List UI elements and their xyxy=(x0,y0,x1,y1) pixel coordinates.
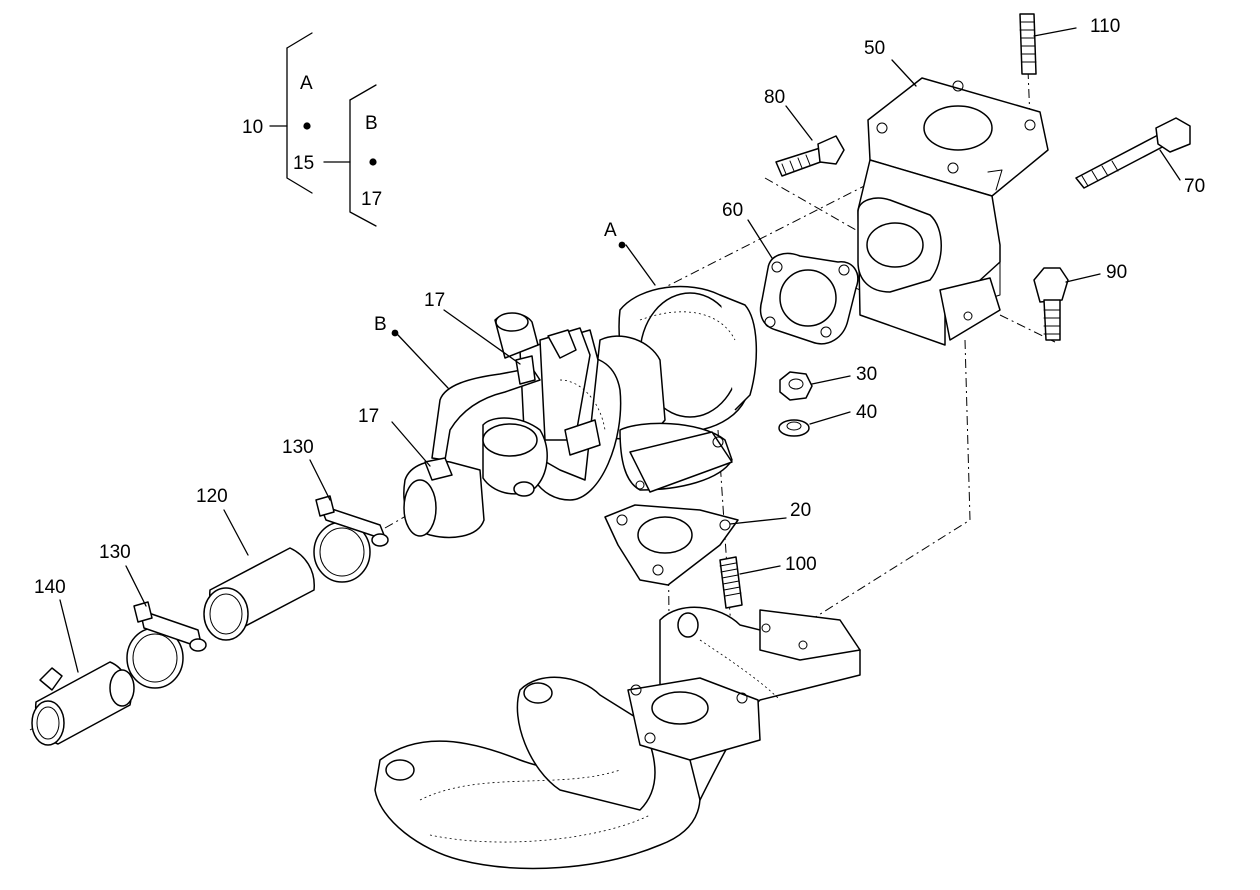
nut-30 xyxy=(779,371,813,401)
pipe-140 xyxy=(31,661,135,746)
turbo-gasket xyxy=(759,252,859,345)
callout-30: 30 xyxy=(856,364,877,385)
legend-bracket: A 10 B 15 17 xyxy=(242,32,382,227)
callout-50: 50 xyxy=(864,38,885,59)
hose-clamp-130-upper xyxy=(313,495,389,583)
callout-20: 20 xyxy=(790,500,811,521)
callout-110: 110 xyxy=(1090,16,1120,37)
hose-clamp-130-lower xyxy=(126,601,207,689)
callout-140: 140 xyxy=(34,577,66,598)
callout-40: 40 xyxy=(856,402,877,423)
callout-ref-b: B xyxy=(374,314,387,335)
callout-130-lower: 130 xyxy=(99,542,131,563)
callout-60: 60 xyxy=(722,200,743,221)
callout-17-mid: 17 xyxy=(358,406,379,427)
callout-130-upper: 130 xyxy=(282,437,314,458)
legend-group-a-number: 10 xyxy=(242,117,263,138)
callout-120: 120 xyxy=(196,486,228,507)
legend-group-b-letter: B xyxy=(365,113,378,134)
callout-labels: 110 50 80 70 60 A 90 B 17 30 17 40 130 1… xyxy=(34,16,1205,598)
callout-ref-a: A xyxy=(604,220,617,241)
bolt-90 xyxy=(1033,267,1069,341)
callout-70: 70 xyxy=(1184,176,1205,197)
leader-lines xyxy=(59,27,1181,673)
callout-90: 90 xyxy=(1106,262,1127,283)
turbo-base-gasket xyxy=(604,504,739,586)
callout-100: 100 xyxy=(785,554,817,575)
turbocharger xyxy=(403,285,758,539)
stud-100 xyxy=(719,556,743,609)
bolt-70 xyxy=(1075,117,1191,189)
stud-110 xyxy=(1019,13,1037,75)
legend-group-b-from: 15 xyxy=(293,153,314,174)
outlet-flange xyxy=(857,77,1049,346)
hose-120 xyxy=(203,547,315,641)
callout-80: 80 xyxy=(764,87,785,108)
legend-group-a-letter: A xyxy=(300,73,313,94)
legend-group-b-to: 17 xyxy=(361,189,382,210)
washer-40 xyxy=(778,419,810,437)
callout-17-top: 17 xyxy=(424,290,445,311)
bolt-80 xyxy=(775,135,845,177)
exhaust-manifold xyxy=(374,606,861,870)
